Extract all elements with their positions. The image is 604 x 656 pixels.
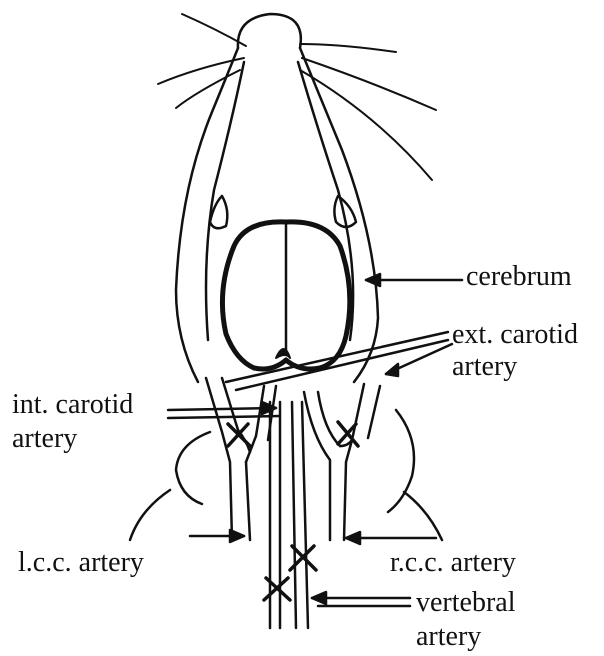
vertebral-vessels (270, 402, 308, 628)
whiskers (158, 14, 436, 180)
label-vertebral-line2: artery (416, 622, 481, 652)
ears-and-shoulders (130, 410, 442, 540)
label-lcc-artery: l.c.c. artery (18, 548, 144, 578)
label-int-carotid-line2: artery (12, 424, 77, 454)
label-int-carotid-line1: int. carotid (12, 390, 133, 420)
brain (222, 222, 349, 369)
label-ext-carotid-line2: artery (452, 352, 517, 382)
label-rcc-artery: r.c.c. artery (390, 548, 516, 578)
label-cerebrum: cerebrum (466, 262, 572, 292)
label-ext-carotid-line1: ext. carotid (452, 320, 578, 350)
label-vertebral-line1: vertebral (416, 588, 516, 618)
